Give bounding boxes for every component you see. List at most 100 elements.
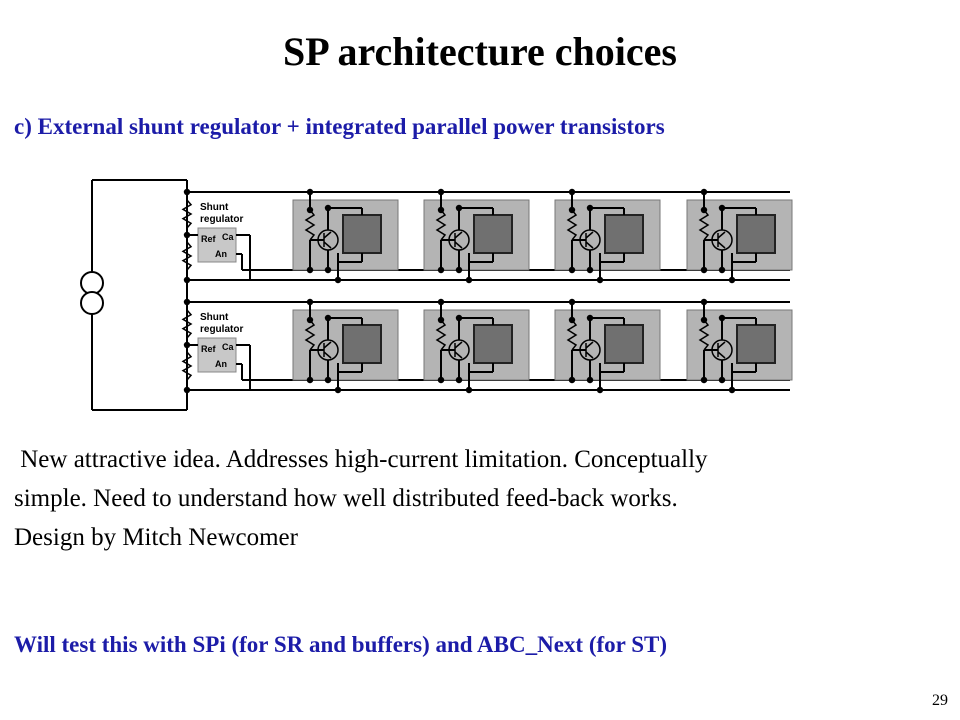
junction-dot [465, 386, 473, 394]
chip-inner-block [342, 324, 382, 364]
body-line-1: New attractive idea. Addresses high-curr… [14, 446, 708, 473]
junction-dot [324, 376, 332, 384]
transistor-emitter [323, 351, 332, 359]
junction-dot [437, 266, 445, 274]
body-text: New attractive idea. Addresses high-curr… [14, 440, 914, 557]
junction-dot [455, 376, 463, 384]
current-source-circle-top [80, 271, 104, 295]
junction-dot [728, 386, 736, 394]
junction-dot [324, 204, 332, 212]
shunt-regulator-block [197, 337, 237, 373]
junction-dot [306, 298, 314, 306]
resistor-icon [181, 241, 193, 271]
junction-dot [568, 316, 576, 324]
junction-dot [568, 206, 576, 214]
junction-dot [700, 298, 708, 306]
pin-an-label: An [215, 249, 227, 259]
junction-dot [568, 376, 576, 384]
transistor-emitter [323, 241, 332, 249]
junction-dot [324, 266, 332, 274]
junction-dot [700, 206, 708, 214]
junction-dot [718, 314, 726, 322]
pin-ref-label: Ref [201, 344, 217, 354]
resistor-icon [698, 319, 710, 351]
pin-ca-label: Ca [222, 232, 234, 242]
junction-dot [718, 376, 726, 384]
slide-title: SP architecture choices [283, 29, 677, 74]
transistor-collector [717, 231, 726, 239]
resistor-icon [181, 309, 193, 339]
junction-dot [700, 188, 708, 196]
junction-dot [718, 266, 726, 274]
transistor-emitter [717, 351, 726, 359]
transistor-emitter [585, 351, 594, 359]
transistor-collector [585, 231, 594, 239]
resistor-icon [181, 199, 193, 229]
junction-dot [728, 276, 736, 284]
junction-dot [437, 298, 445, 306]
resistor-icon [181, 351, 193, 381]
transistor-collector [323, 341, 332, 349]
junction-dot [586, 376, 594, 384]
transistor-collector [454, 231, 463, 239]
transistor-emitter [717, 241, 726, 249]
junction-dot [306, 266, 314, 274]
transistor-collector [585, 341, 594, 349]
chip-inner-block [604, 324, 644, 364]
junction-dot [568, 266, 576, 274]
junction-dot [465, 276, 473, 284]
shunt-regulator-label: regulator [200, 324, 243, 335]
resistor-icon [566, 209, 578, 241]
junction-dot [455, 266, 463, 274]
pin-ref-label: Ref [201, 234, 217, 244]
junction-dot [437, 376, 445, 384]
junction-dot [586, 314, 594, 322]
chip-inner-block [473, 324, 513, 364]
resistor-icon [698, 209, 710, 241]
junction-dot [700, 266, 708, 274]
resistor-icon [304, 209, 316, 241]
resistor-icon [435, 209, 447, 241]
junction-dot [437, 206, 445, 214]
junction-dot [306, 316, 314, 324]
junction-dot [568, 188, 576, 196]
page-number: 29 [932, 692, 948, 709]
junction-dot [455, 314, 463, 322]
shunt-regulator-label: Shunt [200, 312, 229, 323]
junction-dot [437, 188, 445, 196]
junction-dot [324, 314, 332, 322]
junction-dot [334, 276, 342, 284]
chip-inner-block [342, 214, 382, 254]
pin-ca-label: Ca [222, 342, 234, 352]
current-source-circle-bottom [80, 291, 104, 315]
body-line-3: Design by Mitch Newcomer [14, 524, 298, 551]
junction-dot [586, 204, 594, 212]
body-line-2: simple. Need to understand how well dist… [14, 485, 678, 512]
resistor-icon [304, 319, 316, 351]
junction-dot [306, 376, 314, 384]
shunt-regulator-block [197, 227, 237, 263]
transistor-collector [323, 231, 332, 239]
chip-inner-block [736, 324, 776, 364]
junction-dot [700, 316, 708, 324]
chip-inner-block [473, 214, 513, 254]
resistor-icon [435, 319, 447, 351]
junction-dot [586, 266, 594, 274]
shunt-regulator-label: Shunt [200, 202, 229, 213]
slide-subtitle: c) External shunt regulator + integrated… [14, 114, 665, 139]
junction-dot [306, 206, 314, 214]
transistor-collector [454, 341, 463, 349]
junction-dot [700, 376, 708, 384]
resistor-icon [566, 319, 578, 351]
junction-dot [596, 386, 604, 394]
chip-inner-block [736, 214, 776, 254]
junction-dot [306, 188, 314, 196]
junction-dot [568, 298, 576, 306]
transistor-emitter [454, 241, 463, 249]
transistor-collector [717, 341, 726, 349]
footer-note: Will test this with SPi (for SR and buff… [14, 632, 667, 657]
transistor-emitter [454, 351, 463, 359]
